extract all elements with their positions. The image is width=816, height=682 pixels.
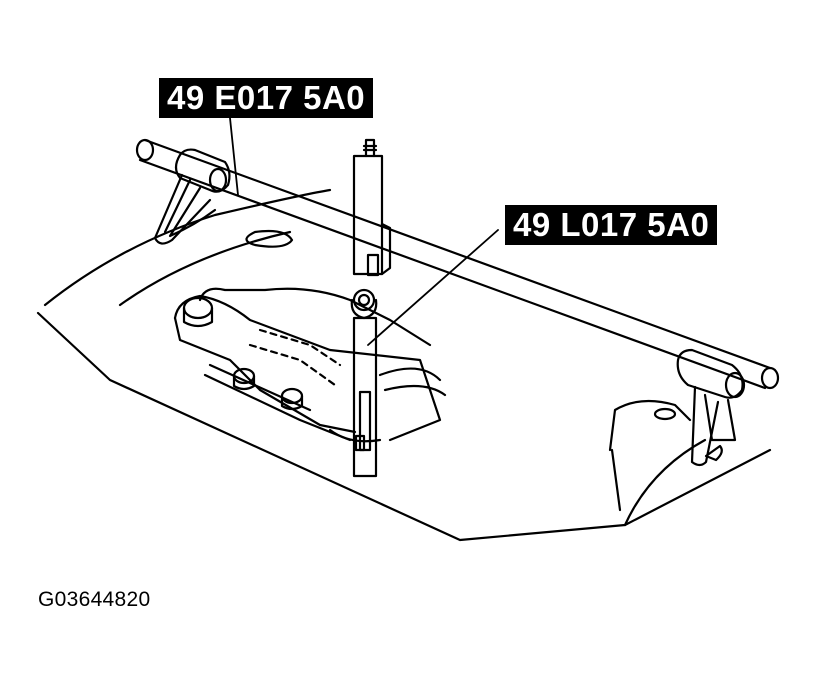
support-bar	[135, 138, 780, 467]
figure-id: G03644820	[38, 588, 151, 611]
engine-block	[173, 287, 447, 443]
callout-label-bar-tool: 49 E017 5A0	[159, 78, 374, 118]
right-component	[608, 399, 692, 512]
engine-bay-outline	[36, 188, 772, 542]
hook-tool	[350, 138, 392, 478]
callout-label-hook-tool: 49 L017 5A0	[505, 205, 718, 245]
leader-lines	[229, 117, 499, 346]
